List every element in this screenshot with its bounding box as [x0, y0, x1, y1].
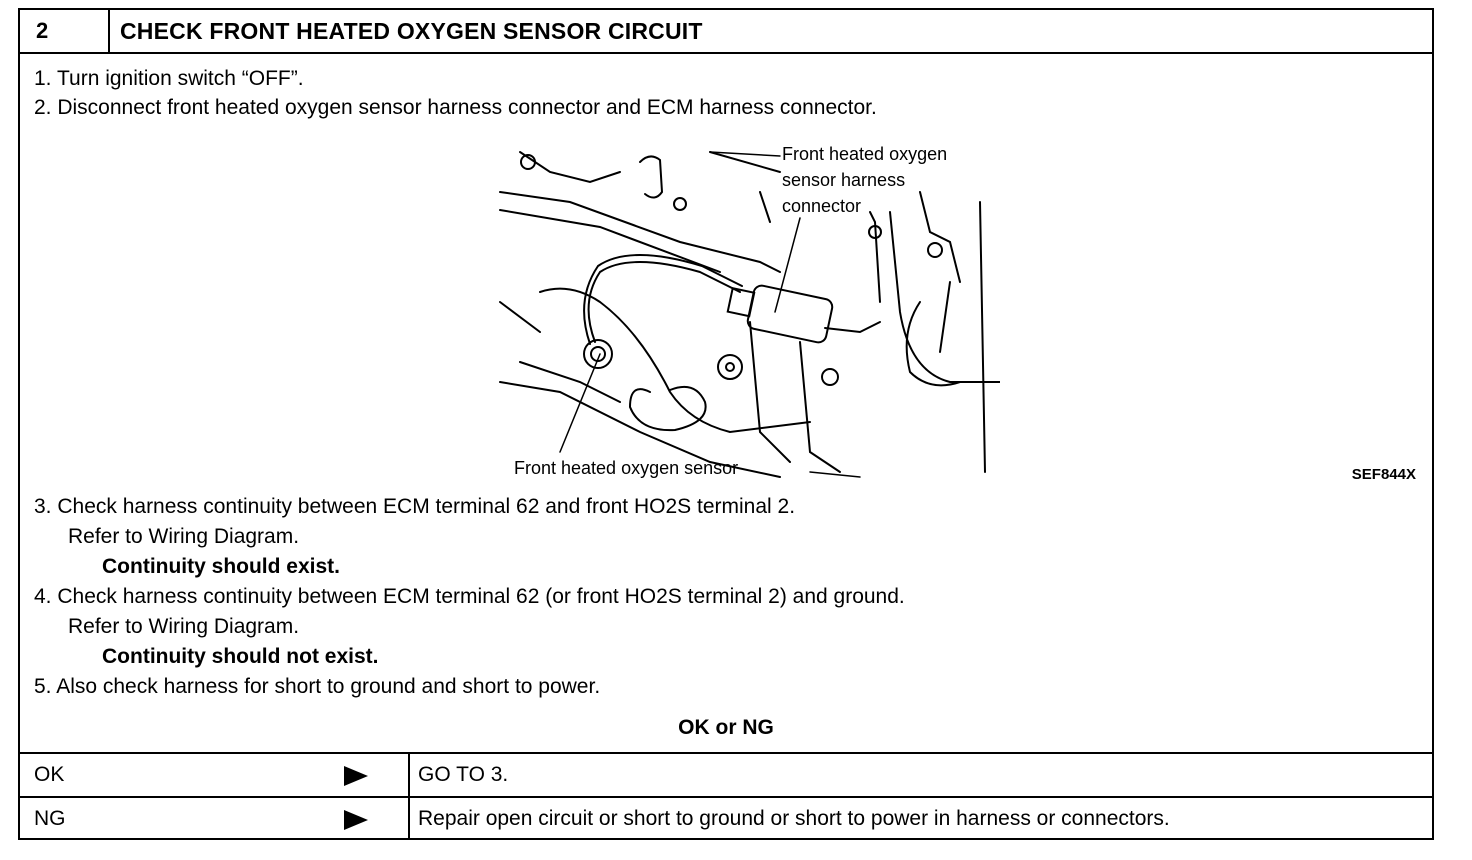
result-label-ok: OK	[34, 763, 65, 786]
step-number: 2	[20, 10, 110, 52]
connector-label-line-1: Front heated oxygen	[782, 144, 947, 164]
step-4-reference: Refer to Wiring Diagram.	[68, 615, 300, 638]
step-1: 1. Turn ignition switch “OFF”.	[34, 67, 304, 90]
step-4: 4. Check harness continuity between ECM …	[34, 585, 905, 608]
step-5: 5. Also check harness for short to groun…	[34, 675, 601, 698]
result-row-ok: OK GO TO 3.	[20, 752, 1432, 796]
step-3: 3. Check harness continuity between ECM …	[34, 495, 796, 518]
row-divider	[408, 798, 410, 840]
connector-label-line-3: connector	[782, 196, 861, 216]
step-3-reference: Refer to Wiring Diagram.	[68, 525, 300, 548]
result-action-ng: Repair open circuit or short to ground o…	[418, 807, 1170, 830]
step-2: 2. Disconnect front heated oxygen sensor…	[34, 96, 877, 119]
result-row-ng: NG Repair open circuit or short to groun…	[20, 796, 1432, 840]
step-header: 2 CHECK FRONT HEATED OXYGEN SENSOR CIRCU…	[20, 10, 1432, 54]
result-action-ok: GO TO 3.	[418, 763, 509, 786]
arrow-right-icon	[344, 766, 368, 786]
ok-or-ng-question: OK or NG	[678, 716, 774, 739]
procedure-table: 2 CHECK FRONT HEATED OXYGEN SENSOR CIRCU…	[18, 8, 1434, 840]
result-label-ng: NG	[34, 807, 66, 830]
row-divider	[408, 754, 410, 796]
step-4-note: Continuity should not exist.	[102, 645, 379, 668]
step-3-note: Continuity should exist.	[102, 555, 341, 578]
arrow-right-icon	[344, 810, 368, 830]
step-title: CHECK FRONT HEATED OXYGEN SENSOR CIRCUIT	[120, 18, 703, 44]
sensor-label: Front heated oxygen sensor	[514, 458, 738, 478]
connector-label-line-2: sensor harness	[782, 170, 905, 190]
engine-illustration: Front heated oxygen sensor harness conne…	[499, 144, 1000, 478]
figure-reference-code: SEF844X	[1351, 466, 1416, 483]
